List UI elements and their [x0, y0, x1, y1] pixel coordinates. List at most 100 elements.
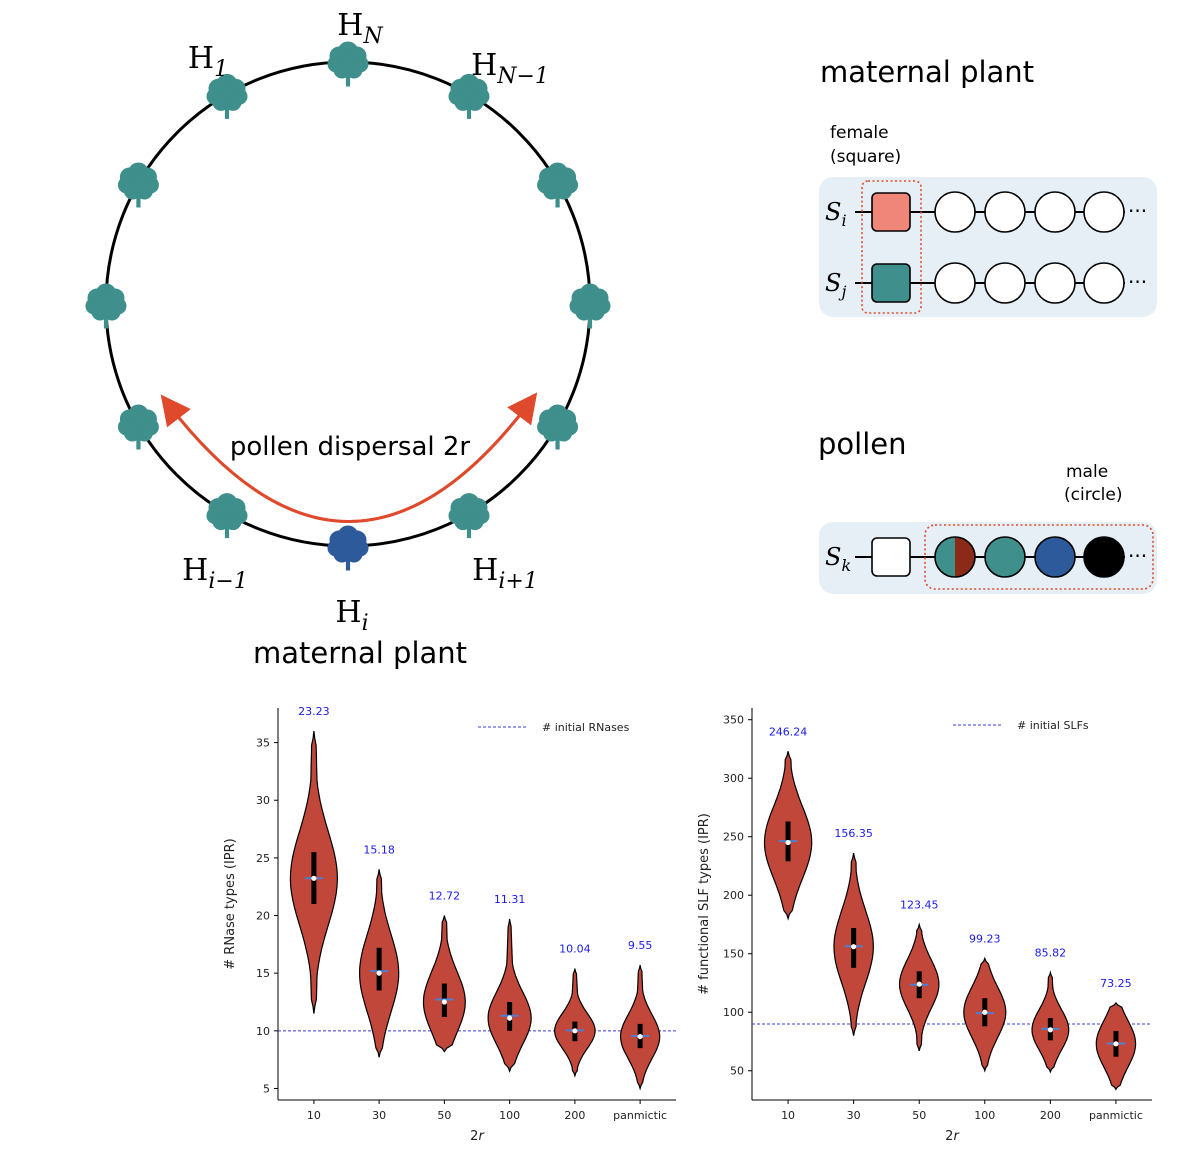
tree-icon: [536, 404, 579, 450]
male-gene-circle: [934, 262, 976, 304]
genotype-row: Sk ···: [825, 536, 1147, 578]
ring-diagram: pollen dispersal 2r HN H1 HN−1 Hi−1 Hi+1…: [85, 8, 611, 670]
male-gene-circle: [984, 262, 1026, 304]
y-tick-label: 350: [723, 714, 744, 727]
violin-body: [422, 915, 466, 1053]
label-h-i-plus-1: Hi+1: [472, 553, 538, 594]
haplotype-label: Si: [825, 198, 847, 230]
tree-icon: [569, 283, 611, 329]
genotype-row: Sj ···: [825, 262, 1147, 304]
label-h-i: Hi: [335, 595, 368, 636]
haplotype-label: Sk: [825, 543, 851, 575]
value-label: 15.18: [363, 843, 395, 856]
median-dot: [637, 1033, 643, 1040]
y-tick-label: 50: [730, 1065, 744, 1078]
male-gene-circle: [1034, 262, 1076, 304]
tree-icon: [117, 162, 160, 208]
violin-body: [487, 918, 532, 1073]
median-dot: [441, 999, 447, 1005]
female-gene-square: [871, 263, 911, 303]
x-tick-label: 200: [564, 1109, 585, 1122]
label-h-n-minus-1: HN−1: [471, 48, 549, 89]
y-tick-label: 25: [256, 852, 270, 865]
value-label: 10.04: [559, 943, 591, 956]
female-gene-square: [871, 537, 911, 577]
tree-icon: [448, 492, 490, 539]
x-tick-label: 30: [847, 1109, 861, 1122]
label-h-n: HN: [337, 8, 383, 49]
male-gene-circle: [984, 536, 1026, 578]
y-tick-label: 10: [256, 1025, 270, 1038]
median-dot: [851, 944, 857, 950]
pollen-dispersal-label: pollen dispersal 2r: [230, 432, 471, 462]
x-tick-label: 50: [912, 1109, 926, 1122]
male-highlight-box: [924, 524, 1154, 590]
male-gene-circle: [1034, 191, 1076, 233]
ellipsis-dots: ···: [1128, 544, 1147, 568]
x-tick-label: 100: [974, 1109, 995, 1122]
male-gene-circle: [934, 191, 976, 233]
iqr-bar: [376, 947, 382, 991]
female-gene-square: [871, 192, 911, 232]
pollen-dispersal-arrow-reverse: [166, 392, 538, 523]
x-tick-label: panmictic: [613, 1109, 667, 1122]
x-tick-label: panmictic: [1089, 1109, 1143, 1122]
value-label: 99.23: [969, 932, 1001, 945]
x-axis-label: 2r: [945, 1129, 960, 1144]
y-tick-label: 30: [256, 794, 270, 807]
haplotype-label: Sj: [825, 269, 846, 301]
male-gene-circle: [1083, 262, 1125, 304]
y-tick-label: 35: [256, 737, 270, 750]
x-tick-label: 50: [437, 1109, 451, 1122]
ellipsis-dots: ···: [1128, 199, 1147, 223]
female-label: female: [830, 123, 889, 143]
median-dot: [785, 839, 791, 846]
y-tick-label: 200: [723, 889, 744, 902]
y-tick-label: 15: [256, 967, 270, 980]
tree-icon: [536, 162, 579, 208]
trees-layer: [85, 41, 611, 571]
pollen-row: Sk ···: [825, 536, 1147, 578]
label-h-i-minus-1: Hi−1: [182, 553, 248, 594]
x-tick-label: 30: [372, 1109, 386, 1122]
x-axis-label: 2r: [470, 1129, 485, 1144]
median-dot: [1113, 1041, 1119, 1047]
ellipsis-dots: ···: [1128, 270, 1147, 294]
male-label: male: [1066, 462, 1108, 482]
x-tick-label: 10: [781, 1109, 795, 1122]
value-label: 12.72: [429, 890, 461, 903]
population-ring: [104, 60, 592, 548]
y-axis-label: # RNase types (IPR): [223, 838, 238, 969]
y-tick-label: 150: [723, 948, 744, 961]
y-tick-label: 300: [723, 772, 744, 785]
pollen-panel-title: pollen: [818, 427, 907, 461]
value-label: 9.55: [628, 939, 653, 952]
legend-label: # initial RNases: [542, 721, 630, 734]
tree-icon: [206, 492, 248, 539]
value-label: 73.25: [1100, 977, 1132, 990]
focal-tree-icon: [327, 525, 369, 571]
tree-icon: [327, 41, 369, 87]
value-label: 123.45: [900, 898, 939, 911]
female-sub-label: (square): [830, 147, 901, 167]
value-label: 246.24: [769, 725, 808, 738]
tree-icon: [117, 404, 160, 450]
y-tick-label: 20: [256, 910, 270, 923]
male-gene-circle: [1083, 536, 1125, 578]
male-gene-circle: [1083, 191, 1125, 233]
y-tick-label: 5: [263, 1082, 270, 1095]
pollen-panel: pollen male (circle) Sk ···: [818, 427, 1157, 594]
male-sub-label: (circle): [1064, 485, 1122, 505]
y-tick-label: 100: [723, 1006, 744, 1019]
maternal-panel: maternal plant female (square) Si ··· Sj ··…: [819, 55, 1157, 317]
median-dot: [982, 1009, 988, 1015]
tree-icon: [85, 283, 127, 329]
maternal-plant-caption: maternal plant: [253, 636, 467, 670]
maternal-panel-title: maternal plant: [820, 55, 1034, 89]
x-tick-label: 100: [499, 1109, 520, 1122]
median-dot: [376, 970, 382, 976]
value-label: 156.35: [834, 827, 873, 840]
y-tick-label: 250: [723, 831, 744, 844]
